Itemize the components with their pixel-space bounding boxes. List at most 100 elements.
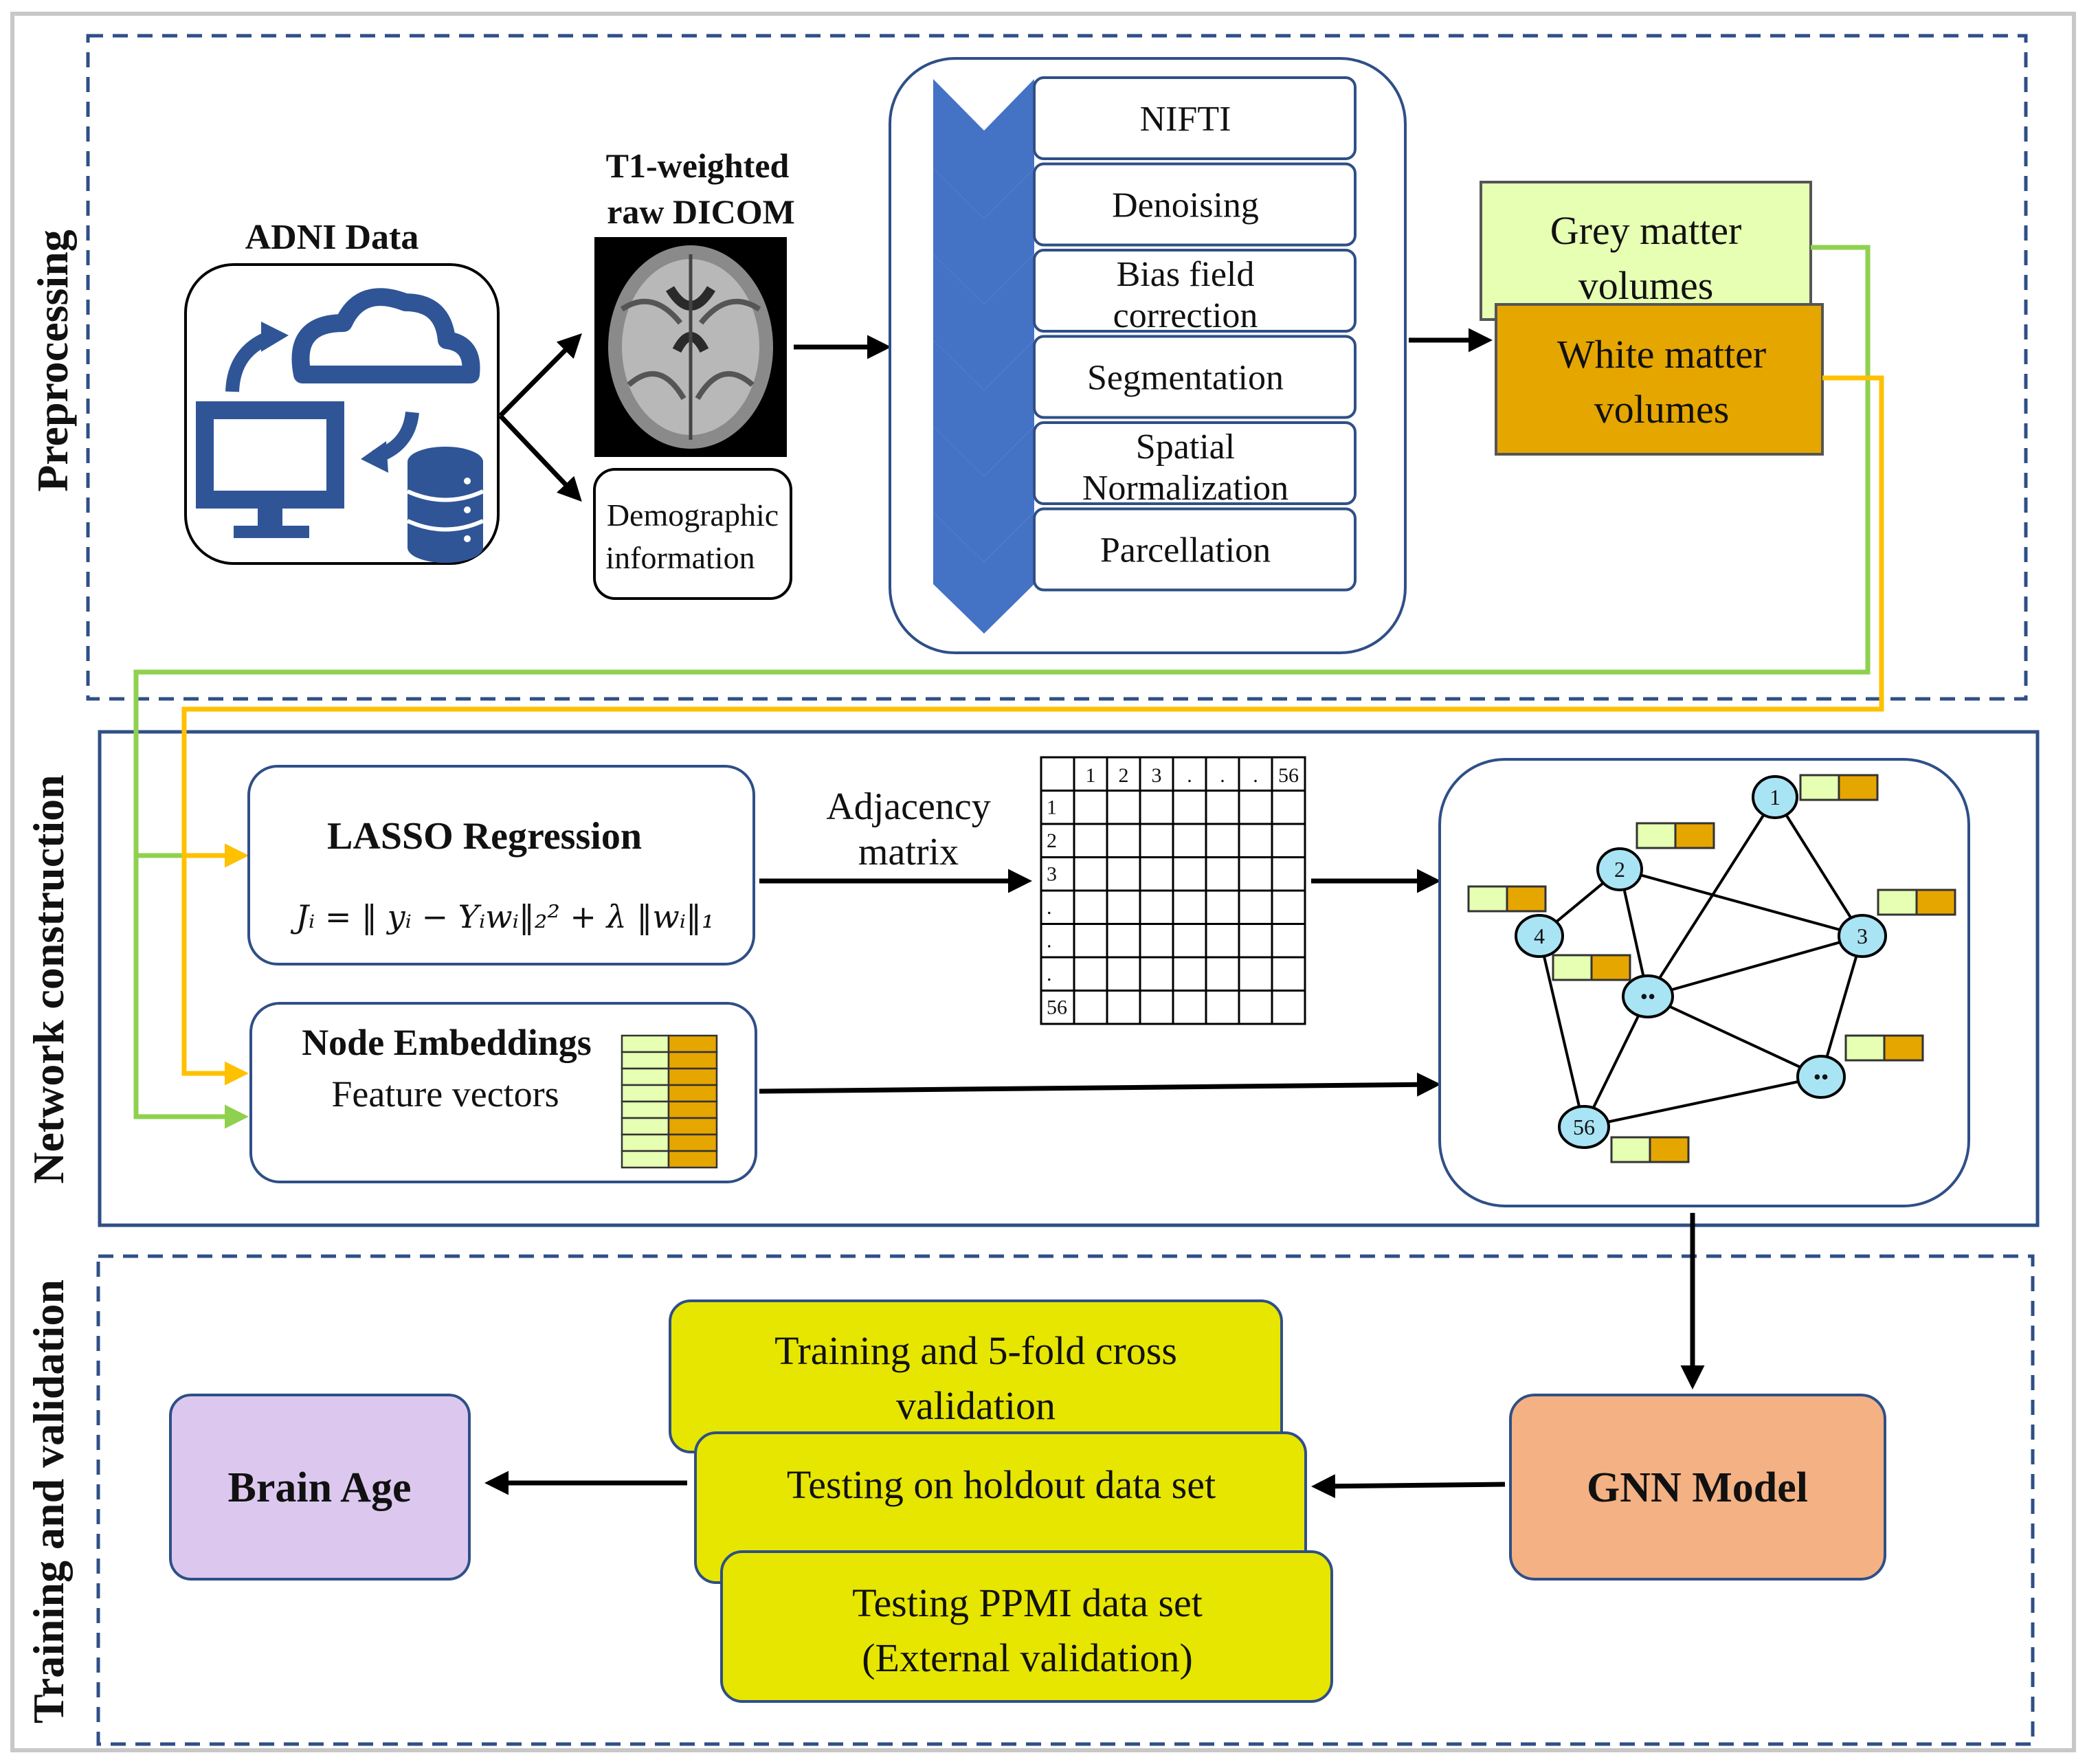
ppmi-test-box xyxy=(720,1550,1333,1703)
matrix-row-header: 1 xyxy=(1047,796,1057,819)
graph-edge xyxy=(1647,796,1776,998)
processing-step-label: Bias field xyxy=(1117,255,1255,294)
node-feature-grey xyxy=(1636,822,1677,849)
matrix-cell xyxy=(1205,856,1240,892)
matrix-cell xyxy=(1073,790,1108,825)
matrix-row-header: . xyxy=(1047,963,1052,985)
matrix-cell xyxy=(1172,889,1207,925)
node-feature-grey xyxy=(1467,885,1508,913)
graph-edge xyxy=(1619,868,1863,937)
matrix-cell xyxy=(1271,790,1306,825)
node-feature-white xyxy=(1838,774,1879,801)
matrix-cell xyxy=(1238,956,1273,992)
node-feature-white xyxy=(1649,1136,1690,1163)
training-cv-box xyxy=(669,1299,1283,1453)
matrix-cell xyxy=(1271,756,1306,792)
graph-node-label: •• xyxy=(1640,984,1655,1009)
matrix-cell xyxy=(1139,889,1174,925)
node-feature-grey xyxy=(1799,774,1840,801)
graph-node xyxy=(1752,775,1798,819)
matrix-cell xyxy=(1238,923,1273,959)
cloud-sync-icon xyxy=(225,288,480,473)
training-label: Training and validation xyxy=(24,1280,73,1723)
matrix-col-header: 56 xyxy=(1278,764,1299,787)
node-feature-grey xyxy=(1610,1136,1651,1163)
matrix-cell xyxy=(1205,923,1240,959)
matrix-col-header: . xyxy=(1187,764,1192,787)
node-feature-white xyxy=(1883,1034,1924,1062)
preprocessing-frame xyxy=(86,34,2028,701)
network-label: Network construction xyxy=(24,774,73,1183)
graph-node xyxy=(1796,1055,1846,1099)
outer-frame xyxy=(10,12,2076,1752)
node-feature-white xyxy=(1674,822,1715,849)
matrix-cell xyxy=(1139,756,1174,792)
matrix-cell xyxy=(1271,889,1306,925)
processing-step-box xyxy=(1033,507,1357,592)
matrix-cell xyxy=(1238,790,1273,825)
embedding-grey-cell xyxy=(621,1051,670,1070)
matrix-cell xyxy=(1106,889,1141,925)
brain-age-box xyxy=(169,1394,471,1581)
graph-node-label: 3 xyxy=(1857,924,1868,948)
processing-step-label: NIFTI xyxy=(1140,100,1231,139)
matrix-cell xyxy=(1040,856,1075,892)
processing-step-label: Spatial xyxy=(1136,427,1235,467)
matrix-cell xyxy=(1106,990,1141,1025)
embedding-grey-cell xyxy=(621,1117,670,1136)
matrix-cell xyxy=(1073,956,1108,992)
matrix-cell xyxy=(1139,956,1174,992)
t1-title-line1: T1-weighted xyxy=(606,146,790,185)
demographic-box xyxy=(593,468,792,600)
matrix-cell xyxy=(1073,889,1108,925)
graph-edge xyxy=(1583,996,1649,1128)
graph-node xyxy=(1838,914,1887,958)
graph-node-label: •• xyxy=(1813,1064,1829,1089)
matrix-cell xyxy=(1106,756,1141,792)
monitor-icon xyxy=(196,401,344,538)
white-matter-line2: volumes xyxy=(1594,387,1730,432)
matrix-cell xyxy=(1271,956,1306,992)
matrix-cell xyxy=(1172,856,1207,892)
graph-edge xyxy=(1583,1075,1822,1128)
preprocessing-label: Preprocessing xyxy=(28,230,77,492)
matrix-cell xyxy=(1238,990,1273,1025)
graph-node-label: 56 xyxy=(1573,1115,1595,1139)
adni-title: ADNI Data xyxy=(245,218,419,257)
node-feature-grey xyxy=(1552,954,1593,981)
matrix-cell xyxy=(1205,889,1240,925)
matrix-cell xyxy=(1172,990,1207,1025)
processing-step-label: Denoising xyxy=(1112,186,1259,225)
embedding-grey-cell xyxy=(621,1133,670,1152)
grey-matter-box xyxy=(1480,181,1812,321)
embedding-grey-cell xyxy=(621,1067,670,1086)
white-matter-line1: White matter xyxy=(1557,332,1766,377)
white-matter-connector-2 xyxy=(181,856,249,1086)
training-frame xyxy=(96,1254,2035,1746)
embedding-grey-cell xyxy=(621,1034,670,1053)
matrix-cell xyxy=(1073,923,1108,959)
matrix-cell xyxy=(1172,956,1207,992)
graph-node xyxy=(1596,847,1643,891)
processing-step-box xyxy=(1033,162,1357,247)
holdout-test-line1: Testing on holdout data set xyxy=(787,1462,1216,1507)
graph-edge xyxy=(1647,995,1822,1078)
matrix-col-header: . xyxy=(1253,764,1258,787)
matrix-row-header: 2 xyxy=(1047,829,1057,852)
demographic-line1: Demographic xyxy=(607,498,779,533)
graph-edge xyxy=(1538,935,1585,1128)
graph-box xyxy=(1438,758,1970,1207)
matrix-cell xyxy=(1238,823,1273,858)
node-feature-grey xyxy=(1844,1034,1886,1062)
matrix-cell xyxy=(1073,990,1108,1025)
matrix-cell xyxy=(1040,756,1075,792)
node-feature-white xyxy=(1590,954,1631,981)
graph-node-label: 2 xyxy=(1614,857,1625,882)
node-feature-white xyxy=(1915,889,1956,916)
matrix-cell xyxy=(1106,923,1141,959)
chevron-column xyxy=(933,79,1034,634)
matrix-cell xyxy=(1139,823,1174,858)
graph-edge xyxy=(1647,935,1863,998)
graph-node-label: 1 xyxy=(1770,785,1781,810)
